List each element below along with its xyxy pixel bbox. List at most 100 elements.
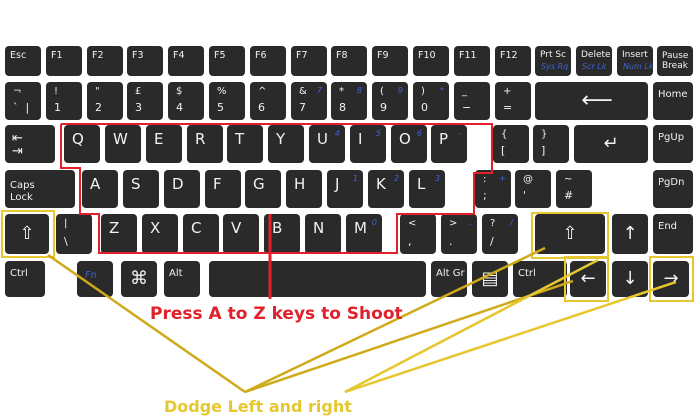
key-esc[interactable]: Esc bbox=[5, 46, 41, 76]
key-d4[interactable]: $4 bbox=[168, 82, 204, 120]
key-pgup[interactable]: PgUp bbox=[653, 125, 693, 163]
key-hash[interactable]: ~# bbox=[556, 170, 592, 208]
key-a[interactable]: A bbox=[82, 170, 118, 208]
key-f9[interactable]: F9 bbox=[372, 46, 408, 76]
key-shift-label: ^ bbox=[258, 86, 267, 97]
key-d3[interactable]: £3 bbox=[127, 82, 163, 120]
key-period[interactable]: >.. bbox=[441, 214, 477, 254]
key-f8[interactable]: F8 bbox=[331, 46, 367, 76]
win-icon: ⌘ bbox=[130, 268, 148, 289]
key-label: F8 bbox=[336, 50, 348, 61]
key-shift-label: ! bbox=[54, 86, 59, 97]
key-f6[interactable]: F6 bbox=[250, 46, 286, 76]
key-c[interactable]: C bbox=[183, 214, 219, 254]
key-menu[interactable]: ▤ bbox=[472, 261, 508, 297]
key-label: Z bbox=[109, 219, 120, 237]
key-left[interactable]: ← bbox=[570, 261, 606, 297]
key-w[interactable]: W bbox=[105, 125, 141, 163]
key-q[interactable]: Q bbox=[64, 125, 100, 163]
key-minus[interactable]: _− bbox=[454, 82, 490, 120]
key-end[interactable]: End bbox=[653, 214, 693, 254]
key-enter[interactable]: ↵ bbox=[574, 125, 648, 163]
key-f2[interactable]: F2 bbox=[87, 46, 123, 76]
key-altgr[interactable]: Alt Gr bbox=[431, 261, 467, 297]
key-p[interactable]: P- bbox=[431, 125, 467, 163]
key-quote[interactable]: @' bbox=[515, 170, 551, 208]
key-label: 0 bbox=[421, 101, 428, 114]
key-n[interactable]: N bbox=[305, 214, 341, 254]
key-down[interactable]: ↓ bbox=[612, 261, 648, 297]
key-caps[interactable]: Caps Lock bbox=[5, 170, 75, 208]
key-f3[interactable]: F3 bbox=[127, 46, 163, 76]
key-equals[interactable]: += bbox=[495, 82, 531, 120]
key-rshift[interactable]: ⇧ bbox=[535, 214, 605, 254]
key-f7[interactable]: F7 bbox=[291, 46, 327, 76]
key-home[interactable]: Home bbox=[653, 82, 693, 120]
key-backslash[interactable]: |\ bbox=[56, 214, 92, 254]
key-label: E bbox=[154, 130, 164, 148]
key-f[interactable]: F bbox=[205, 170, 241, 208]
key-s[interactable]: S bbox=[123, 170, 159, 208]
key-d0[interactable]: )0* bbox=[413, 82, 449, 120]
key-comma[interactable]: <, bbox=[400, 214, 436, 254]
key-label: Q bbox=[72, 130, 84, 148]
key-d[interactable]: D bbox=[164, 170, 200, 208]
key-label: O bbox=[399, 130, 411, 148]
key-f1[interactable]: F1 bbox=[46, 46, 82, 76]
key-label: U bbox=[317, 130, 328, 148]
key-win[interactable]: ⌘ bbox=[121, 261, 157, 297]
key-y[interactable]: Y bbox=[268, 125, 304, 163]
key-label: 7 bbox=[299, 101, 306, 114]
key-e[interactable]: E bbox=[146, 125, 182, 163]
key-numpad-label: / bbox=[510, 218, 513, 227]
key-d6[interactable]: ^6 bbox=[250, 82, 286, 120]
key-pgdn[interactable]: PgDn bbox=[653, 170, 693, 208]
key-up[interactable]: ↑ bbox=[612, 214, 648, 254]
key-backspace[interactable]: ⟵ bbox=[535, 82, 648, 120]
key-tab[interactable]: ⇤ ⇥ bbox=[5, 125, 55, 163]
key-f10[interactable]: F10 bbox=[413, 46, 449, 76]
key-pause[interactable]: Pause Break bbox=[657, 46, 693, 76]
key-label: Esc bbox=[10, 50, 27, 61]
key-f12[interactable]: F12 bbox=[495, 46, 531, 76]
key-d5[interactable]: %5 bbox=[209, 82, 245, 120]
key-semi[interactable]: :;+ bbox=[475, 170, 511, 208]
key-f4[interactable]: F4 bbox=[168, 46, 204, 76]
lshift-icon: ⇧ bbox=[19, 223, 35, 244]
key-g[interactable]: G bbox=[245, 170, 281, 208]
key-lshift[interactable]: ⇧ bbox=[5, 214, 49, 254]
key-h[interactable]: H bbox=[286, 170, 322, 208]
key-f5[interactable]: F5 bbox=[209, 46, 245, 76]
key-x[interactable]: X bbox=[142, 214, 178, 254]
key-lbrace[interactable]: {[ bbox=[493, 125, 529, 163]
key-v[interactable]: V bbox=[223, 214, 259, 254]
key-slash[interactable]: ?// bbox=[482, 214, 518, 254]
key-lctrl[interactable]: Ctrl bbox=[5, 261, 45, 297]
key-alt[interactable]: Alt bbox=[164, 261, 200, 297]
key-label: PgDn bbox=[658, 177, 685, 188]
key-space[interactable] bbox=[209, 261, 426, 297]
key-backtick[interactable]: ¬` | bbox=[5, 82, 41, 120]
key-r[interactable]: R bbox=[187, 125, 223, 163]
key-d1[interactable]: !1 bbox=[46, 82, 82, 120]
key-t[interactable]: T bbox=[227, 125, 263, 163]
key-f11[interactable]: F11 bbox=[454, 46, 490, 76]
key-rbrace[interactable]: }] bbox=[533, 125, 569, 163]
key-label: / bbox=[490, 235, 494, 248]
key-z[interactable]: Z bbox=[101, 214, 137, 254]
backspace-icon: ⟵ bbox=[581, 88, 613, 113]
key-d2[interactable]: "2 bbox=[87, 82, 123, 120]
